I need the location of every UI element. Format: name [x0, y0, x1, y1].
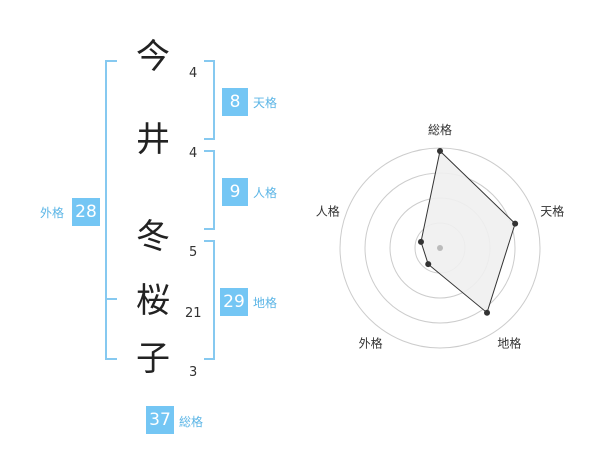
name-character-3: 冬: [136, 217, 170, 257]
radar-point-1: [437, 148, 443, 154]
soukaku-badge: 37: [146, 406, 174, 434]
radar-point-3: [484, 309, 491, 316]
radar-axis-label: 天格: [540, 204, 564, 219]
radar-axis-label: 人格: [316, 204, 340, 219]
name-character-1: 今: [136, 37, 170, 77]
chikaku-label: 地格: [253, 296, 278, 310]
radar-center-point: [437, 245, 443, 251]
radar-series-area: [420, 150, 516, 314]
radar-axis-label: 外格: [359, 335, 383, 350]
soukaku-label: 総格: [179, 415, 204, 429]
gaikaku-label: 外格: [40, 206, 65, 220]
stroke-count-5: 3: [189, 365, 198, 380]
stroke-count-1: 4: [189, 66, 198, 81]
name-character-4: 桜: [136, 281, 170, 321]
stroke-count-4: 21: [185, 306, 202, 321]
jinkaku-label: 人格: [253, 186, 278, 200]
stroke-count-3: 5: [189, 245, 198, 260]
gaikaku-badge: 28: [72, 198, 100, 226]
jinkaku-badge: 9: [222, 178, 248, 206]
name-character-2: 井: [136, 120, 170, 160]
radar-point-4: [425, 261, 432, 268]
stroke-count-2: 4: [189, 146, 198, 161]
radar-axis-label: 地格: [497, 335, 521, 350]
name-character-5: 子: [136, 339, 170, 379]
tenkaku-badge: 8: [222, 88, 248, 116]
radar-point-5: [417, 238, 424, 245]
chikaku-badge: 29: [220, 288, 248, 316]
tenkaku-label: 天格: [253, 96, 278, 110]
radar-point-2: [512, 220, 519, 227]
radar-axis-label: 総格: [428, 122, 452, 137]
